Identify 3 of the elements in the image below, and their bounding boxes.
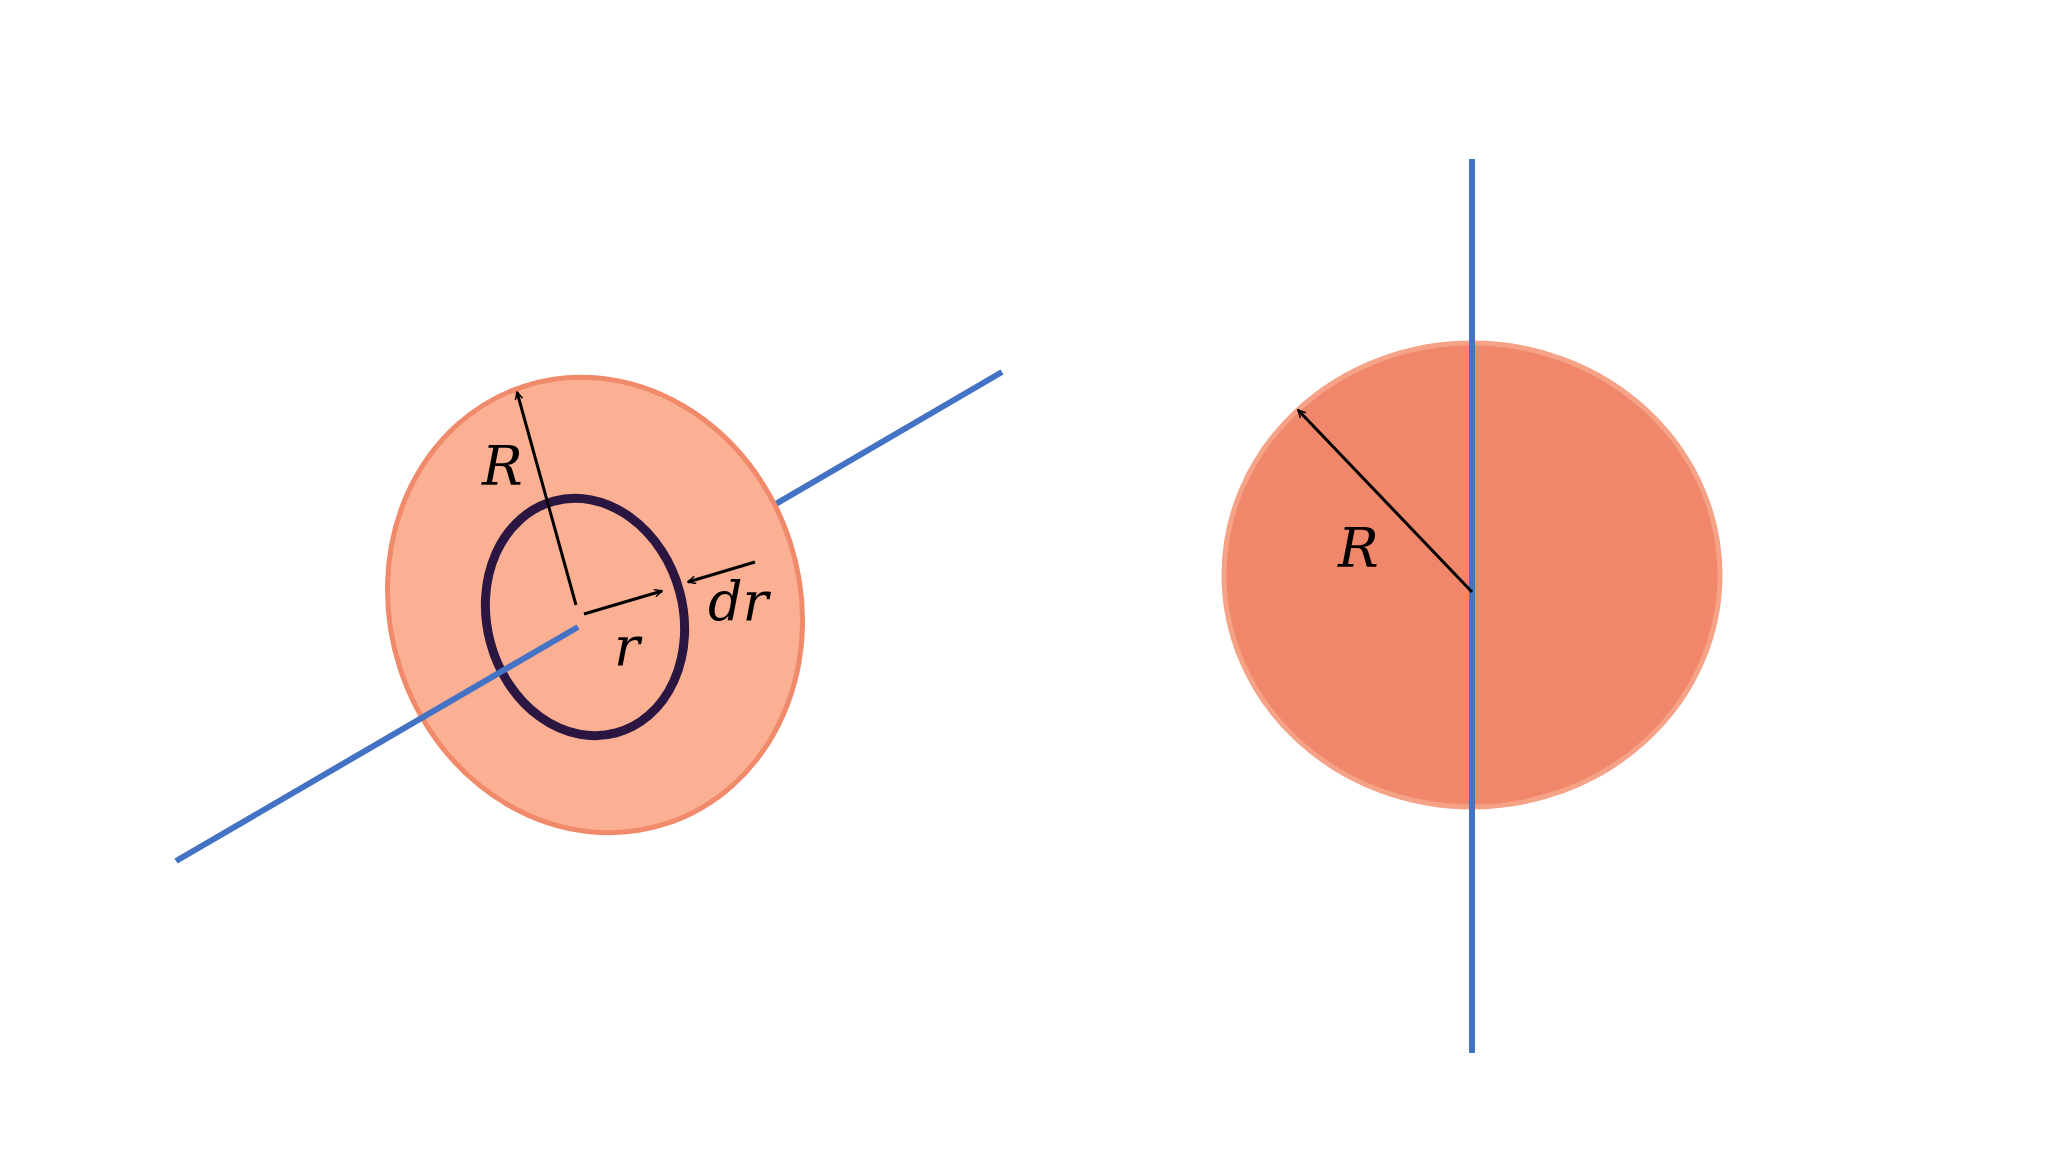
variable-label: R	[1338, 522, 1379, 576]
variable-label: R	[482, 440, 523, 494]
variable-label: dr	[708, 575, 769, 629]
